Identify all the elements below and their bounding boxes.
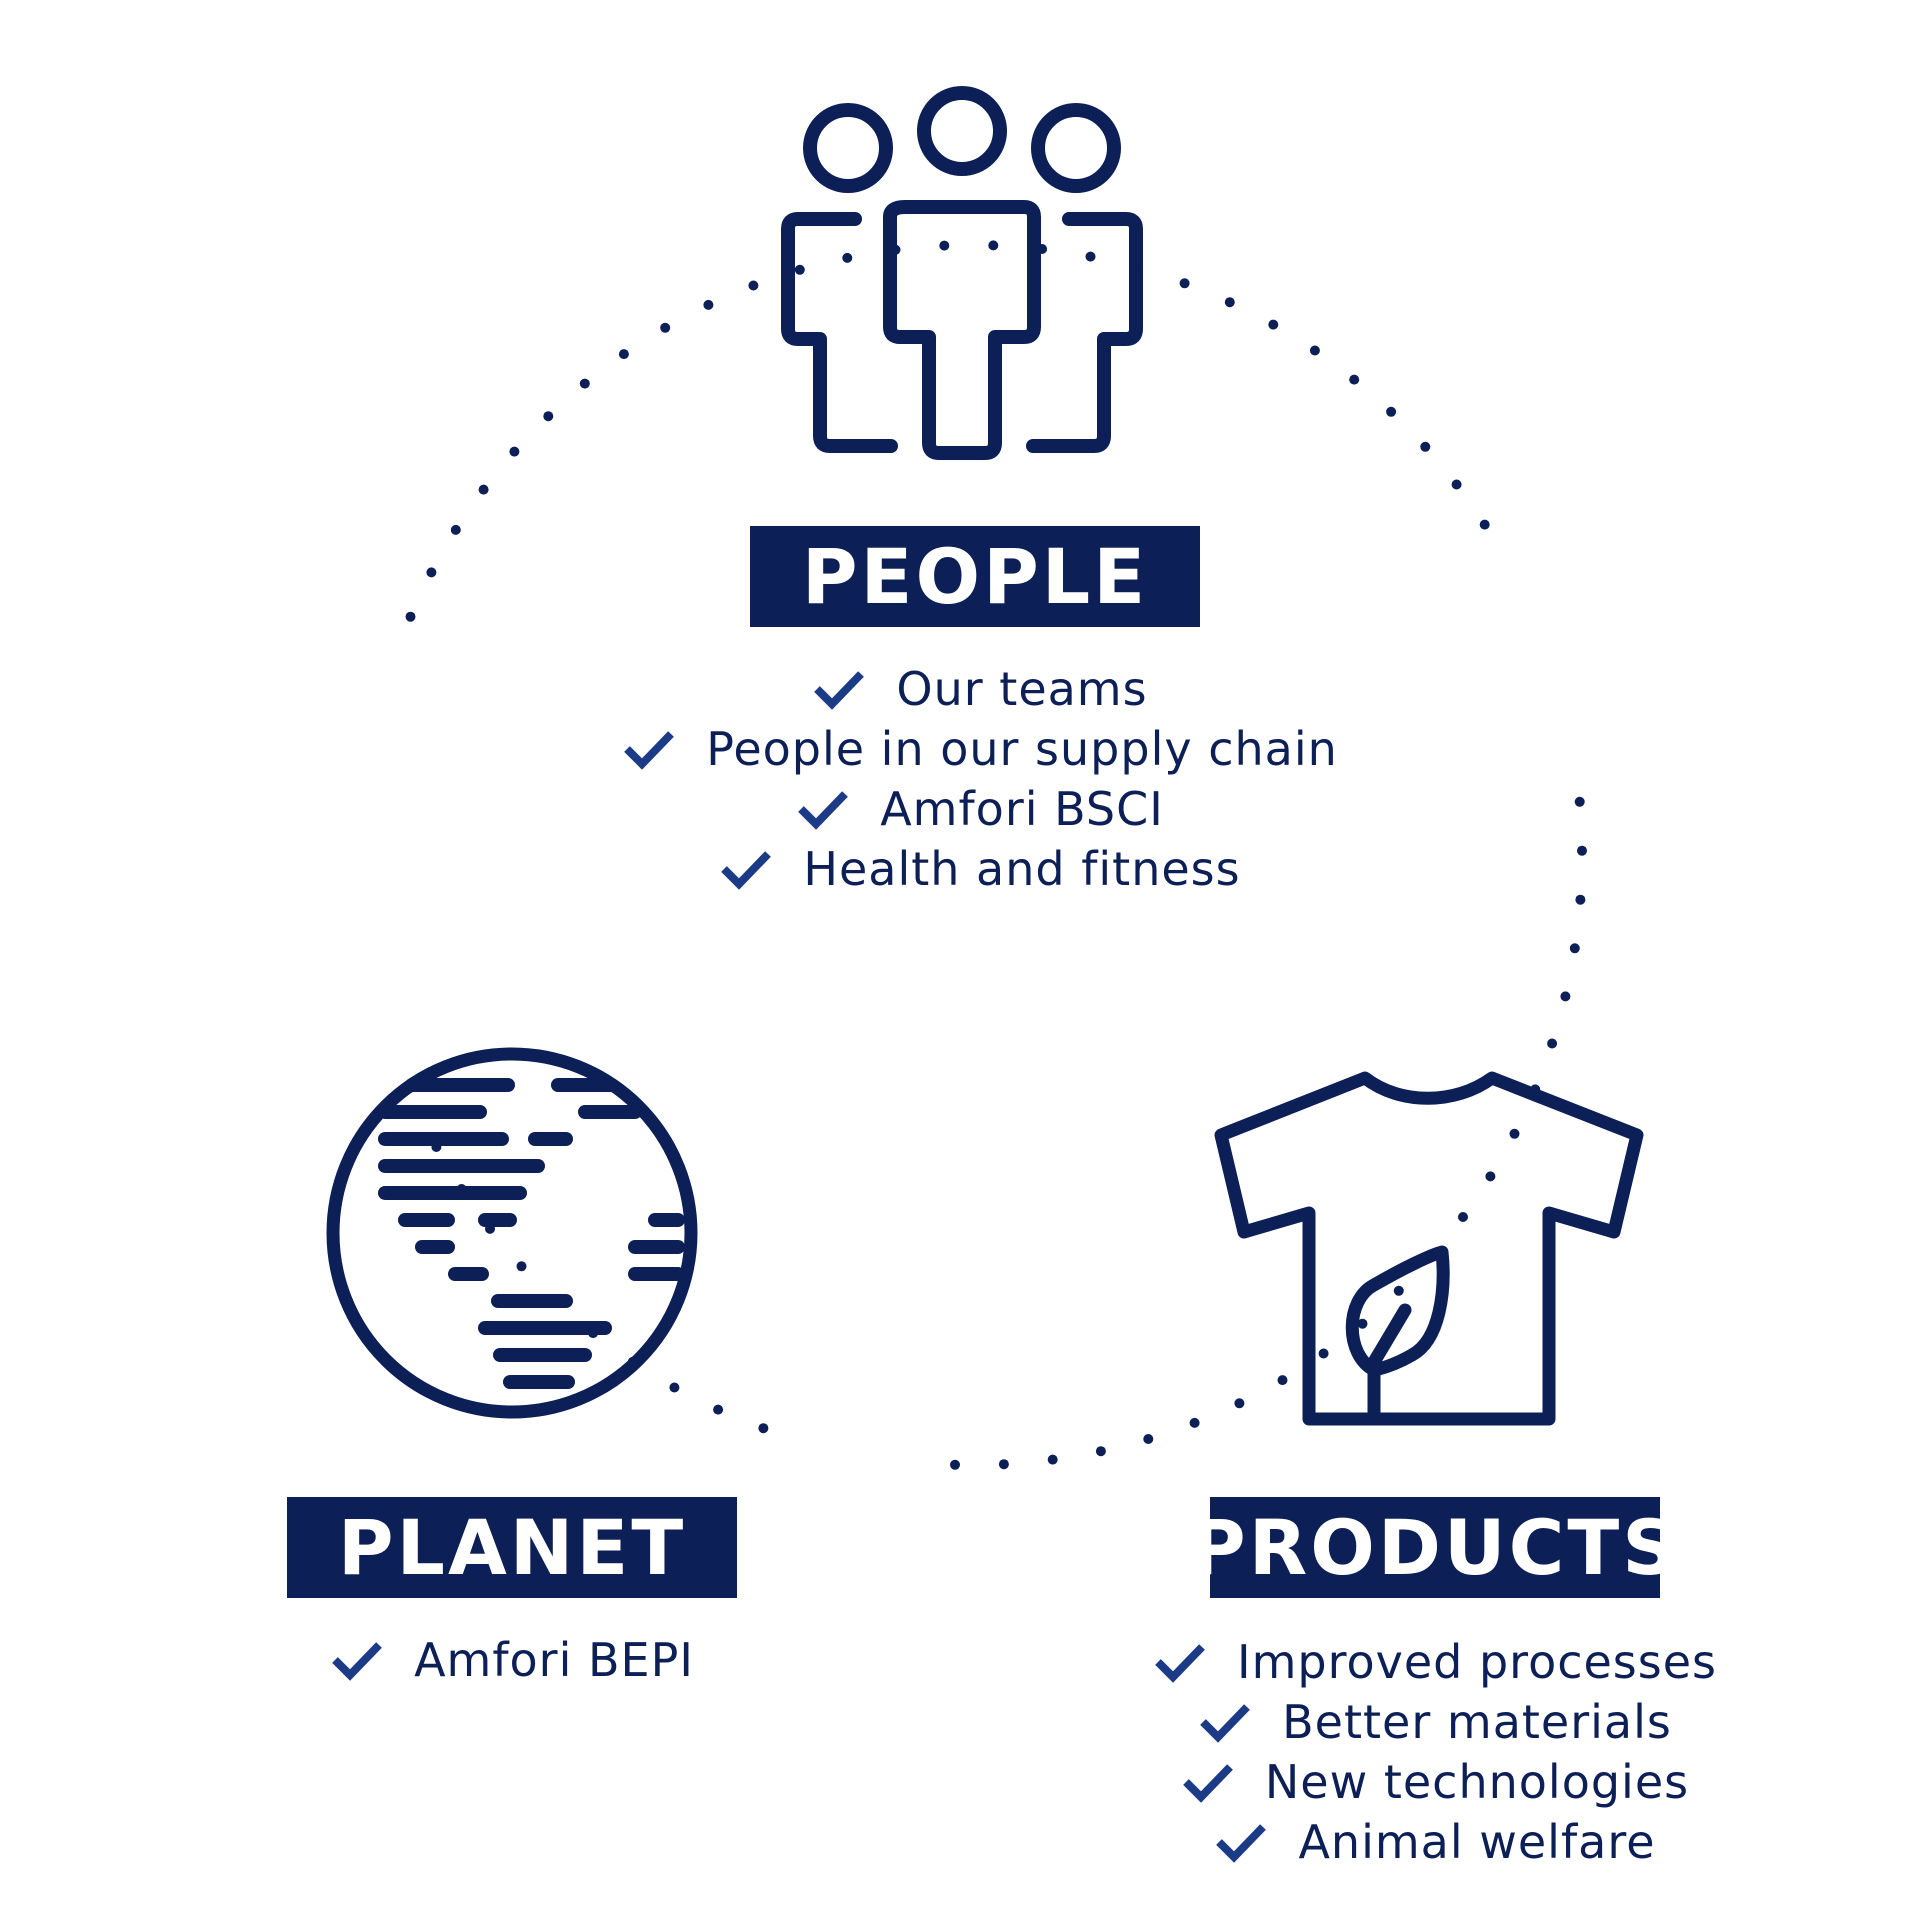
connector-dot: [450, 524, 461, 535]
checkmark-icon: [798, 791, 849, 830]
connector-dot: [1224, 297, 1235, 308]
products-item-text: Better materials: [1282, 1695, 1672, 1749]
connector-dot: [669, 1382, 680, 1393]
connector-dot: [1458, 1212, 1468, 1222]
connector-dot: [660, 322, 671, 333]
planet-label-box: PLANET: [287, 1497, 737, 1598]
connector-dot: [509, 446, 520, 457]
connector-dot: [1095, 1446, 1106, 1457]
connector-dot: [998, 1459, 1009, 1470]
people-list: Our teams People in our supply chain Amf…: [560, 659, 1400, 899]
connector-dot: [758, 1423, 769, 1434]
connector-dot: [1143, 1434, 1154, 1444]
checkmark-icon: [624, 731, 675, 770]
connector-dot: [1547, 1038, 1558, 1049]
connector-dot: [543, 411, 554, 422]
connector-dot: [1509, 1128, 1520, 1139]
connector-dot: [579, 378, 590, 389]
connector-dot: [1479, 519, 1490, 530]
people-group-icon: [781, 86, 1143, 460]
products-list: Improved processes Better materials New …: [1100, 1632, 1770, 1872]
connector-dot: [1560, 991, 1571, 1002]
connector-dot: [842, 252, 853, 263]
connector-dot: [1577, 845, 1587, 856]
planet-title: PLANET: [337, 1503, 687, 1592]
connector-dot: [478, 484, 489, 495]
globe-icon: [326, 1047, 698, 1419]
people-item-text: Amfori BSCI: [880, 782, 1164, 836]
connector-dot: [1451, 479, 1462, 490]
products-title: PRODUCTS: [1190, 1503, 1680, 1592]
list-item: Improved processes: [1100, 1632, 1770, 1692]
connector-dot: [1189, 1417, 1200, 1428]
connector-dot: [1179, 278, 1190, 289]
connector-dot: [988, 240, 999, 251]
checkmark-icon: [814, 671, 865, 710]
people-item-text: Health and fitness: [803, 842, 1241, 896]
list-item: Our teams: [560, 659, 1400, 719]
checkmark-icon: [721, 851, 772, 890]
connector-dot: [516, 1261, 527, 1272]
list-item: Better materials: [1100, 1692, 1770, 1752]
checkmark-icon: [1216, 1824, 1267, 1863]
connector-dot: [1268, 319, 1279, 330]
list-item: Amfori BSCI: [560, 779, 1400, 839]
list-item: Amfori BEPI: [287, 1630, 737, 1690]
connector-dot: [1277, 1375, 1288, 1386]
connector-dot: [1234, 1398, 1245, 1409]
connector-dot: [426, 567, 437, 578]
checkmark-icon: [1200, 1704, 1251, 1743]
connector-dot: [950, 1459, 960, 1470]
people-item-text: Our teams: [896, 662, 1148, 716]
people-label-box: PEOPLE: [750, 526, 1200, 627]
connector-dot: [1349, 374, 1360, 385]
list-item: Health and fitness: [560, 839, 1400, 899]
checkmark-icon: [1183, 1764, 1233, 1803]
connector-dot: [1575, 894, 1586, 905]
connector-dot: [1485, 1171, 1496, 1182]
list-item: Animal welfare: [1100, 1812, 1770, 1872]
connector-dot: [618, 349, 629, 360]
people-title: PEOPLE: [801, 532, 1149, 621]
products-label-box: PRODUCTS: [1190, 1497, 1677, 1598]
connector-dot: [1420, 441, 1431, 452]
connector-dot: [1386, 406, 1397, 417]
connector-dot: [748, 280, 759, 291]
connector-dot: [1047, 1454, 1058, 1465]
checkmark-icon: [332, 1642, 382, 1681]
people-item-text: People in our supply chain: [706, 722, 1338, 776]
products-item-text: New technologies: [1264, 1755, 1690, 1809]
products-item-text: Animal welfare: [1298, 1815, 1656, 1869]
connector-dot: [939, 240, 950, 251]
products-item-text: Improved processes: [1237, 1635, 1717, 1689]
connector-dot: [713, 1404, 724, 1415]
connector-dot: [405, 611, 416, 622]
list-item: New technologies: [1100, 1752, 1770, 1812]
connector-dot: [1318, 1348, 1329, 1359]
connector-dot: [1357, 1318, 1368, 1329]
connector-dot: [1574, 796, 1585, 807]
connector-dot: [1569, 943, 1580, 954]
connector-dot: [703, 299, 714, 310]
planet-item-text: Amfori BEPI: [414, 1633, 694, 1687]
connector-dot: [1085, 251, 1096, 262]
tshirt-leaf-icon: [1214, 1071, 1644, 1426]
connector-dot: [1393, 1285, 1404, 1296]
connector-dot: [1309, 345, 1320, 356]
connector-dot: [794, 264, 805, 275]
checkmark-icon: [1155, 1644, 1205, 1683]
planet-list: Amfori BEPI: [287, 1630, 737, 1690]
list-item: People in our supply chain: [560, 719, 1400, 779]
